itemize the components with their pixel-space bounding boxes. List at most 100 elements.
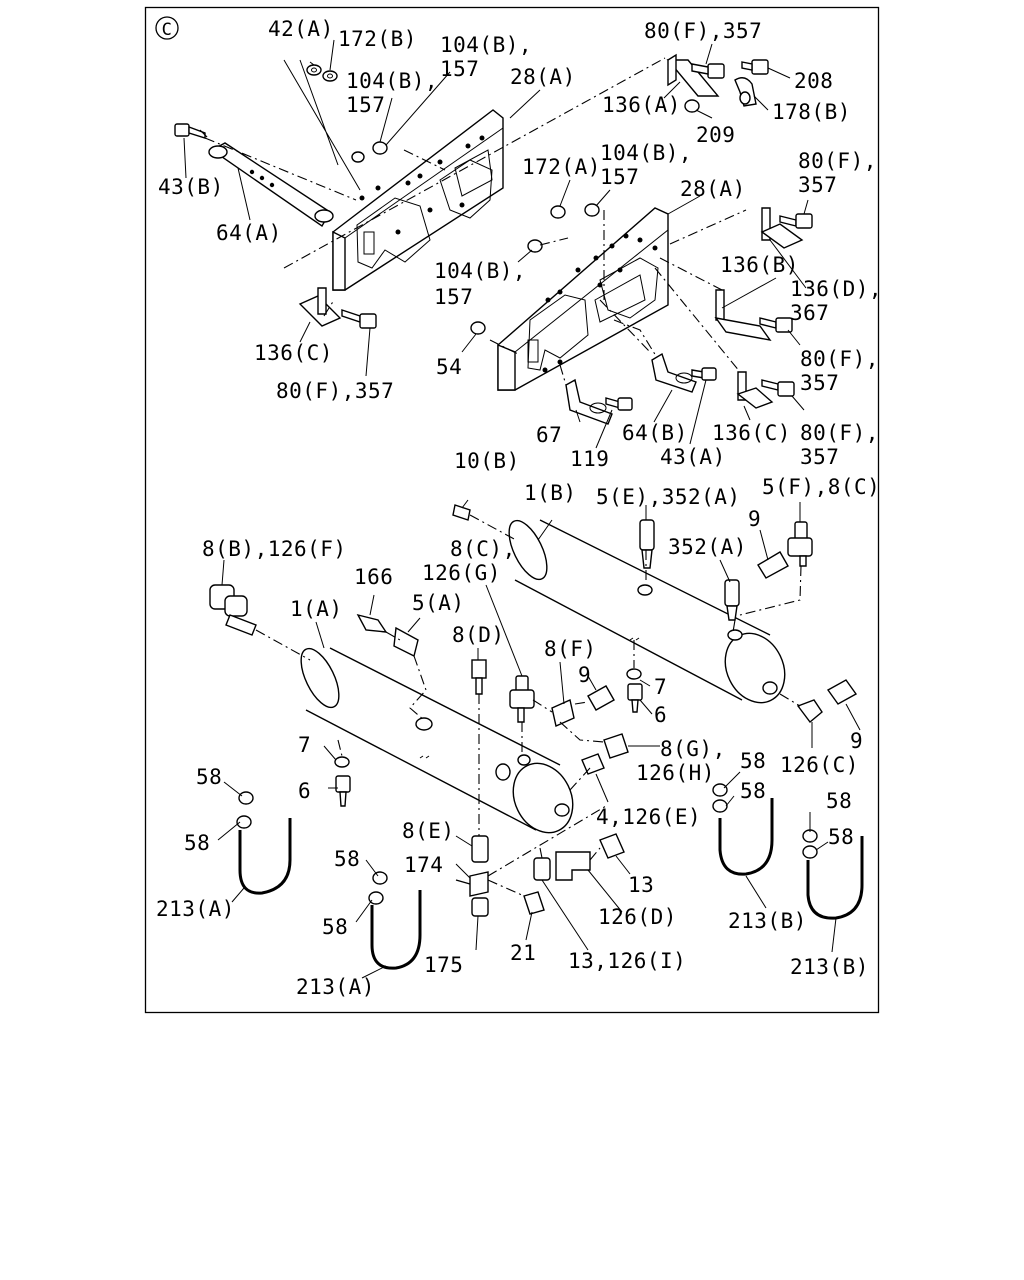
fitting-13-126i [533, 857, 551, 881]
callout-label: 58 [184, 831, 210, 855]
fitting-21 [523, 891, 545, 915]
callout-label: 352(A) [668, 535, 747, 559]
callout-label: 126(D) [598, 905, 677, 929]
callout-label: 157 [440, 57, 479, 81]
callout-label: 58 [334, 847, 360, 871]
callout-label: 175 [424, 953, 463, 977]
nut-104b-3 [584, 203, 600, 217]
switch-9-mid [587, 685, 615, 711]
callout-label: 136(B) [720, 253, 799, 277]
section-mark-icon: C [155, 16, 179, 40]
fitting-10b [452, 504, 471, 521]
switch-9-upper [757, 551, 789, 579]
callout-label: 80(F), [798, 149, 877, 173]
callout-label: 213(A) [296, 975, 375, 999]
callout-label: 6 [298, 779, 311, 803]
bolt-80f-right-upper [779, 213, 813, 229]
plate-64b [651, 352, 697, 393]
callout-label: 357 [800, 445, 839, 469]
stay-bar-64a [208, 142, 334, 228]
callout-label: 5(A) [412, 591, 465, 615]
callout-label: 4,126(E) [596, 805, 701, 829]
callout-label: 28(A) [510, 65, 576, 89]
callout-label: 213(B) [790, 955, 869, 979]
callout-label: 67 [536, 423, 562, 447]
callout-label: 357 [798, 173, 837, 197]
fitting-175 [471, 897, 489, 917]
callout-label: 178(B) [772, 100, 851, 124]
clip-178b [734, 77, 757, 107]
callout-label: 80(F),357 [276, 379, 394, 403]
drain-valve-6-left [334, 756, 351, 807]
fitting-8e [471, 835, 489, 863]
elbow-126c [796, 699, 823, 724]
callout-label: 9 [748, 507, 761, 531]
callout-label: 7 [298, 733, 311, 757]
leader-lines [183, 39, 861, 979]
section-mark-letter: C [162, 20, 173, 40]
callout-label: 136(C) [712, 421, 791, 445]
callout-label: 58 [196, 765, 222, 789]
callout-label: 174 [404, 853, 443, 877]
bolt-80f-top [691, 63, 725, 79]
callout-label: 1(A) [290, 597, 343, 621]
callout-label: 58 [322, 915, 348, 939]
callout-label: 172(A) [522, 155, 601, 179]
nut-209 [684, 99, 700, 113]
callout-label: 6 [654, 703, 667, 727]
callout-label: 166 [354, 565, 393, 589]
tee-5f-8c [787, 521, 813, 567]
callout-label: 104(B), [440, 33, 532, 57]
callout-label: 126(C) [780, 753, 859, 777]
callout-label: 104(B), [600, 141, 692, 165]
callout-label: 8(D) [452, 623, 505, 647]
u-bolt-213b-upper [712, 783, 774, 876]
callout-label: 8(C), [450, 537, 516, 561]
callout-label: 157 [346, 93, 385, 117]
nut-172b [322, 70, 338, 82]
bolt-43b [174, 123, 206, 139]
plate-67 [565, 378, 613, 425]
callout-label: 8(B),126(F) [202, 537, 347, 561]
callout-label: 7 [654, 675, 667, 699]
elbow-8g-126h [603, 733, 629, 759]
washer-42a [306, 64, 322, 76]
callout-label: 213(B) [728, 909, 807, 933]
diagram-frame [144, 6, 880, 1014]
callout-label: 13,126(I) [568, 949, 686, 973]
callout-label: 136(D), [790, 277, 882, 301]
bracket-136a [666, 53, 720, 97]
fitting-5e [639, 519, 655, 569]
nut-54 [470, 321, 486, 335]
bolt-80f-right-lower [761, 379, 795, 397]
bracket-136c-left [298, 287, 342, 327]
callout-label: 58 [826, 789, 852, 813]
tee-8c-126g [509, 675, 535, 723]
callout-label: 9 [578, 663, 591, 687]
bracket-136c-right [736, 371, 774, 409]
callout-label: 9 [850, 729, 863, 753]
callout-label: 126(G) [422, 561, 501, 585]
bracket-plate-right [497, 207, 669, 391]
callout-label: 58 [828, 825, 854, 849]
bracket-plate-left [332, 109, 504, 291]
fitting-166 [356, 613, 388, 633]
callout-label: 213(A) [156, 897, 235, 921]
callout-label: 28(A) [680, 177, 746, 201]
callout-label: 367 [790, 301, 829, 325]
fitting-13 [599, 833, 625, 859]
switch-9-right [826, 679, 858, 705]
callout-label: 43(A) [660, 445, 726, 469]
callout-label: 5(E),352(A) [596, 485, 741, 509]
callout-label: 136(A) [602, 93, 681, 117]
callout-label: 104(B), [434, 259, 526, 283]
bracket-136b [714, 289, 772, 341]
callout-label: 8(E) [402, 819, 455, 843]
nut-104b-4 [527, 239, 543, 253]
connector-4-126e [581, 753, 605, 775]
callout-label: 64(A) [216, 221, 282, 245]
callout-label: 157 [434, 285, 473, 309]
callout-label: 136(C) [254, 341, 333, 365]
air-tank-1b [508, 519, 786, 704]
